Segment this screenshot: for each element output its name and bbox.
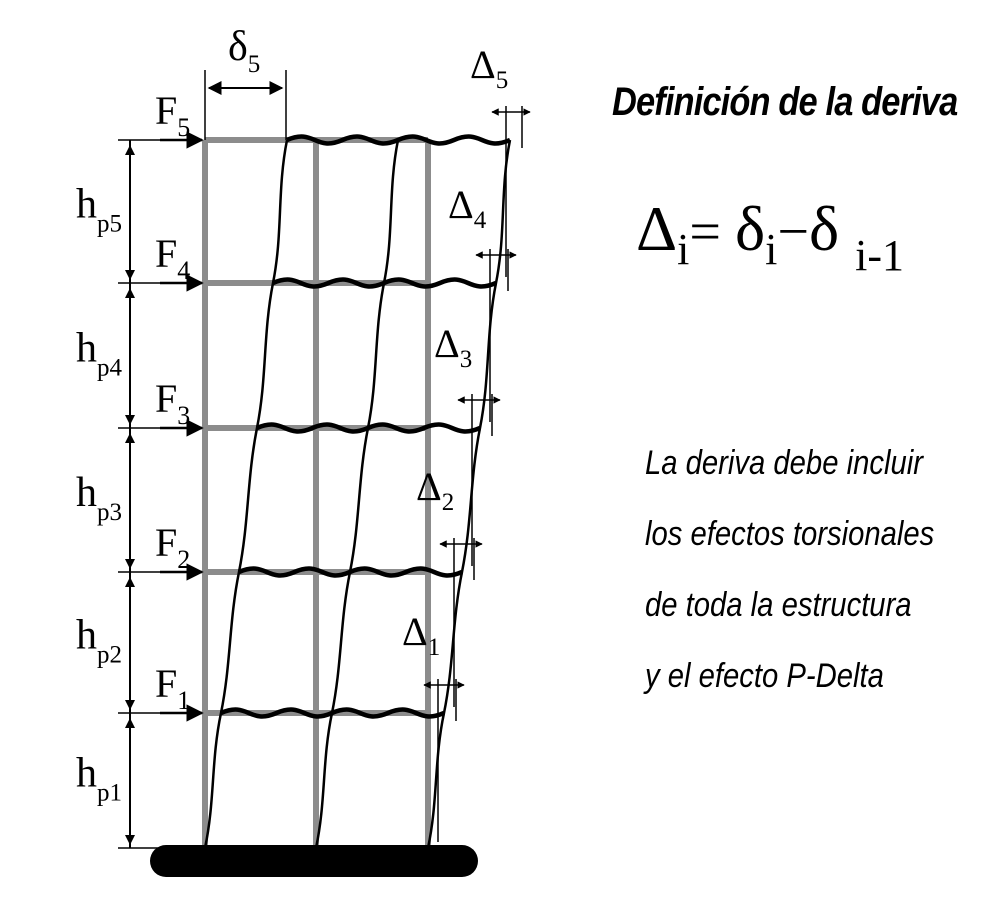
note-line-1: La deriva debe incluir — [645, 444, 923, 482]
height-label-4: hp4 — [76, 326, 123, 382]
force-label-3: F3 — [155, 376, 190, 430]
deformed-column-1 — [203, 139, 289, 849]
formula-term2-sub: i-1 — [855, 231, 904, 280]
drift-label-1: Δ1 — [402, 609, 440, 661]
formula-term1: δ — [735, 193, 765, 264]
deformed-column-2 — [314, 139, 400, 849]
height-label-1: hp1 — [76, 751, 122, 807]
drift-label-4: Δ4 — [448, 182, 487, 234]
deformed-beam-3 — [256, 422, 481, 434]
formula-minus: − — [777, 201, 809, 263]
height-label-5: hp5 — [76, 182, 122, 238]
drift-label-3: Δ3 — [434, 321, 472, 373]
ground-base — [150, 845, 478, 877]
diagram-title: Definición de la deriva — [612, 80, 958, 124]
deformed-beam-4 — [272, 277, 497, 289]
drift-formula: Δi= δi−δ i-1 — [636, 193, 904, 280]
note-line-4: y el efecto P-Delta — [645, 657, 884, 695]
note-text: La deriva debe incluir los efectos torsi… — [645, 428, 937, 712]
formula-term2: δ — [809, 193, 855, 264]
note-line-2: los efectos torsionales — [645, 515, 935, 553]
height-label-3: hp3 — [76, 470, 122, 526]
deformed-beam-2 — [238, 566, 463, 578]
formula-lhs-sub: i — [677, 225, 689, 274]
formula-equals: = — [689, 201, 735, 263]
drift-label-2: Δ2 — [416, 464, 454, 516]
force-label-2: F2 — [155, 520, 190, 574]
height-label-2: hp2 — [76, 613, 122, 669]
deformed-beam-5 — [286, 134, 511, 146]
formula-term1-sub: i — [765, 225, 777, 274]
force-label-1: F1 — [155, 661, 190, 715]
force-label-5: F5 — [155, 88, 190, 142]
note-line-3: de toda la estructura — [645, 586, 912, 624]
force-label-4: F4 — [155, 231, 190, 285]
formula-lhs: Δ — [636, 193, 677, 264]
deformed-beam-1 — [220, 707, 445, 719]
displacement-label: δ5 — [228, 24, 260, 78]
drift-label-5: Δ5 — [470, 42, 508, 94]
